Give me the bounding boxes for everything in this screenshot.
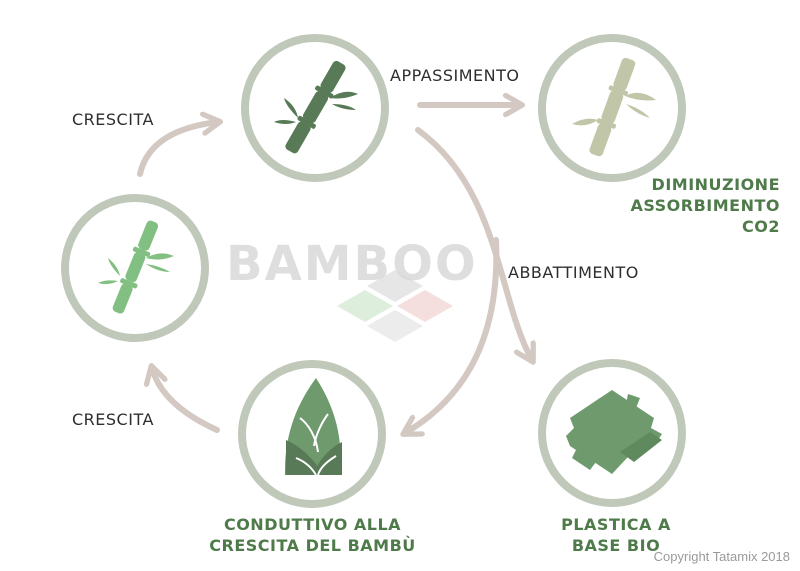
puzzle-tiles-icon — [566, 390, 662, 474]
caption-bio-plastic: PLASTICA A BASE BIO — [540, 514, 692, 556]
bamboo-shoot-icon — [284, 378, 342, 476]
arrow-crescita-bottom — [152, 368, 220, 433]
bamboo-young-icon — [112, 220, 159, 314]
caption-plastic-line-2: BASE BIO — [571, 536, 661, 555]
arrow-crescita-top — [137, 122, 218, 177]
label-appassimento: APPASSIMENTO — [390, 66, 520, 85]
caption-growth-conducive: CONDUTTIVO ALLA CRESCITA DEL BAMBÙ — [190, 514, 435, 556]
caption-growth-line-2: CRESCITA DEL BAMBÙ — [209, 536, 416, 555]
watermark-emblem — [337, 270, 453, 342]
caption-growth-line-1: CONDUTTIVO ALLA — [223, 515, 402, 534]
watermark-text: BAMBOO — [226, 236, 478, 292]
bamboo-withered-icon — [589, 57, 636, 157]
label-abbattimento: ABBATTIMENTO — [508, 263, 639, 282]
caption-co2-reduction: DIMINUZIONE ASSORBIMENTO CO2 — [630, 174, 780, 237]
arrow-abbattimento — [415, 127, 532, 360]
label-crescita-bottom: CRESCITA — [72, 410, 154, 429]
arrow-to-shoot — [405, 237, 500, 433]
caption-plastic-line-1: PLASTICA A — [561, 515, 671, 534]
copyright-notice: Copyright Tatamix 2018 — [653, 549, 790, 564]
label-crescita-top: CRESCITA — [72, 110, 154, 129]
caption-co2-line-1: DIMINUZIONE — [651, 175, 780, 194]
caption-co2-line-3: CO2 — [742, 217, 780, 236]
caption-co2-line-2: ASSORBIMENTO — [630, 196, 780, 215]
bamboo-mature-icon — [285, 60, 346, 154]
